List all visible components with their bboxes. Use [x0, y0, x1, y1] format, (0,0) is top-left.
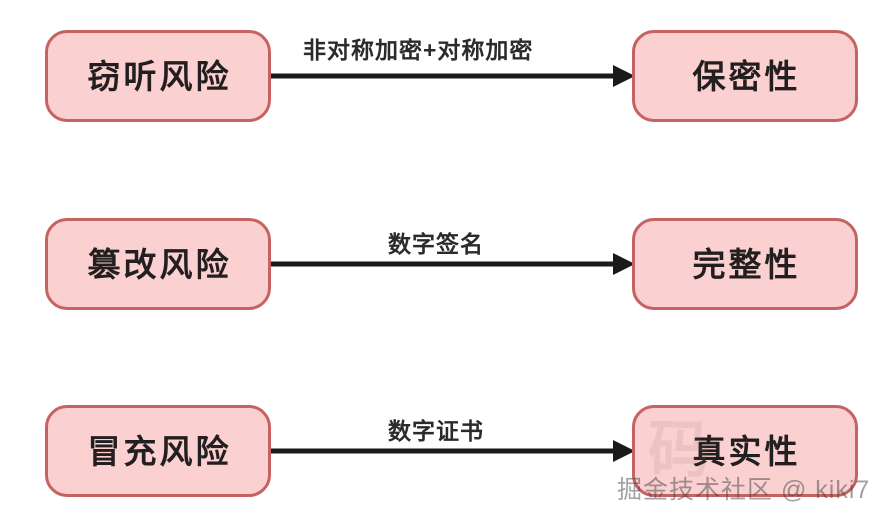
node-source-2-label: 篡改风险	[87, 245, 232, 283]
node-source-3[interactable]: 冒充风险	[45, 405, 271, 497]
edge-label-3: 数字证书	[388, 418, 484, 444]
edge-connector-1	[271, 56, 635, 96]
node-target-3[interactable]: 真实性	[632, 405, 858, 497]
edge-connector-3	[271, 431, 635, 471]
node-source-2[interactable]: 篡改风险	[45, 218, 271, 310]
node-target-3-label: 真实性	[692, 432, 801, 470]
node-target-1[interactable]: 保密性	[632, 30, 858, 122]
node-target-2[interactable]: 完整性	[632, 218, 858, 310]
node-target-2-label: 完整性	[692, 245, 801, 283]
node-target-1-label: 保密性	[692, 57, 801, 95]
edge-label-2: 数字签名	[388, 231, 484, 257]
edge-label-1: 非对称加密+对称加密	[303, 37, 534, 63]
node-source-1[interactable]: 窃听风险	[45, 30, 271, 122]
node-source-3-label: 冒充风险	[87, 432, 232, 470]
node-source-1-label: 窃听风险	[87, 57, 232, 95]
edge-connector-2	[271, 244, 635, 284]
